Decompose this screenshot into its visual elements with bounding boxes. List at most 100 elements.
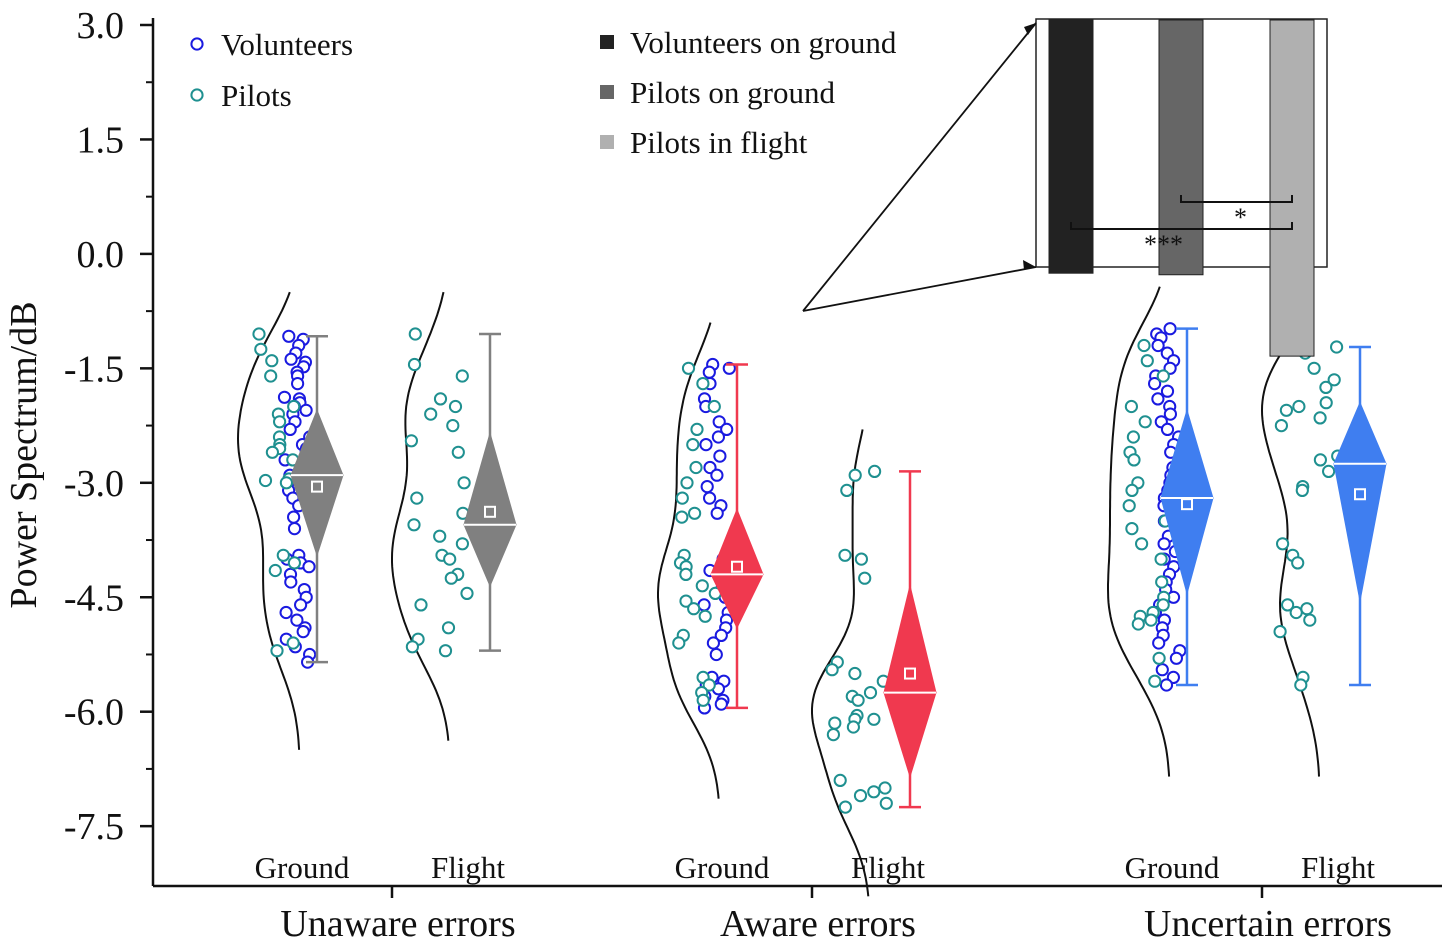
pilot-point	[1127, 453, 1141, 467]
significance-label: *	[1234, 203, 1247, 232]
pilot-point	[695, 579, 709, 593]
pilot-point	[448, 399, 463, 414]
pilot-point	[1135, 537, 1149, 551]
pilot-point	[675, 510, 689, 524]
volunteer-point	[284, 575, 298, 589]
pilot-point	[433, 529, 447, 543]
pilot-point	[433, 392, 448, 406]
pilot-point	[679, 567, 693, 582]
pilot-point	[1125, 522, 1139, 536]
diamond-box	[463, 431, 517, 588]
pilot-point	[851, 693, 865, 707]
pilot-point	[846, 720, 861, 734]
pilot-point	[441, 621, 456, 635]
legend-bar-label: Pilots on ground	[630, 75, 835, 110]
pilot-point	[457, 476, 471, 490]
volunteer-point	[1160, 422, 1175, 436]
pilot-point	[446, 419, 460, 433]
pilot-point	[443, 552, 457, 566]
diamond-box	[290, 408, 344, 557]
pilot-point	[696, 377, 710, 391]
pilot-point	[410, 491, 424, 505]
pilot-point	[679, 594, 693, 608]
y-tick-label: -4.5	[64, 577, 124, 619]
pilot-point	[1330, 340, 1344, 354]
pilot-point	[1276, 537, 1290, 551]
condition-label: Ground	[255, 850, 350, 885]
legend-bar-swatch	[600, 135, 614, 149]
mean-marker	[904, 667, 916, 680]
inset-bar	[1048, 19, 1094, 274]
inset-bar	[1158, 19, 1204, 276]
volunteer-point	[1163, 407, 1178, 421]
volunteer-point	[700, 480, 714, 494]
diamond-box-plots	[290, 327, 1387, 809]
significance-bracket	[1180, 195, 1293, 203]
pilot-point	[672, 636, 686, 650]
pilot-point	[681, 361, 696, 375]
pilot-point	[853, 789, 868, 803]
pilot-point	[1313, 453, 1328, 467]
pilot-point	[1125, 483, 1139, 497]
pilot-point	[460, 586, 474, 601]
pilot-point	[270, 644, 284, 658]
y-axis-label: Power Spectrum/dB	[3, 301, 45, 608]
pilot-point	[408, 327, 422, 341]
axes	[140, 18, 1442, 898]
pilot-point	[1292, 399, 1306, 414]
pilot-point	[1273, 625, 1287, 639]
condition-label: Ground	[675, 850, 770, 885]
volunteer-point	[279, 605, 293, 620]
volunteer-point	[1159, 678, 1174, 692]
pilot-point	[848, 468, 862, 482]
pilot-point	[1279, 403, 1294, 417]
pilot-point	[825, 663, 839, 677]
significance-label: ***	[1144, 230, 1183, 259]
legend-bar-swatch	[600, 35, 614, 49]
y-tick-label: -1.5	[64, 348, 124, 390]
volunteer-point	[1148, 377, 1162, 391]
pilot-point	[455, 369, 469, 383]
pilot-point	[680, 476, 694, 490]
pilot-point	[265, 445, 279, 459]
pilot-point	[252, 327, 266, 341]
pilot-point	[1274, 419, 1289, 433]
pilot-point	[1307, 361, 1321, 375]
pilot-point	[1137, 338, 1151, 353]
pilot-point	[1122, 499, 1136, 513]
pilot-point	[828, 716, 842, 730]
volunteer-point	[282, 329, 296, 343]
pilot-point	[1300, 602, 1314, 616]
y-tick-label: 1.5	[77, 119, 125, 161]
volunteer-point	[720, 422, 734, 436]
pilot-point	[258, 473, 273, 488]
pilot-point	[1281, 598, 1295, 612]
volunteer-point	[287, 522, 302, 536]
pilot-point	[1322, 464, 1336, 478]
volunteer-point	[1160, 384, 1175, 398]
pilot-point	[1124, 399, 1139, 414]
pilot-point	[1303, 613, 1317, 627]
volunteer-point	[712, 415, 726, 429]
pilot-point	[273, 415, 287, 429]
condition-label: Flight	[1301, 850, 1375, 885]
volunteer-point	[1151, 338, 1165, 353]
density-curve	[1107, 286, 1171, 777]
pilot-point	[698, 609, 712, 623]
diamond-box	[1333, 401, 1387, 602]
pilot-point	[689, 460, 703, 475]
legend-bar-label: Volunteers on ground	[630, 25, 897, 60]
legend-bar-label: Pilots in flight	[630, 125, 808, 160]
pilot-point	[1319, 396, 1333, 410]
pilot-point	[264, 369, 278, 383]
y-tick-label: -6.0	[64, 692, 124, 734]
volunteer-point	[302, 560, 316, 574]
pilot-point	[1156, 369, 1170, 383]
volunteer-point	[703, 491, 717, 505]
density-curve	[657, 322, 720, 799]
pilot-point	[1138, 415, 1152, 429]
pilot-point	[444, 571, 458, 585]
pilot-point	[675, 491, 689, 505]
